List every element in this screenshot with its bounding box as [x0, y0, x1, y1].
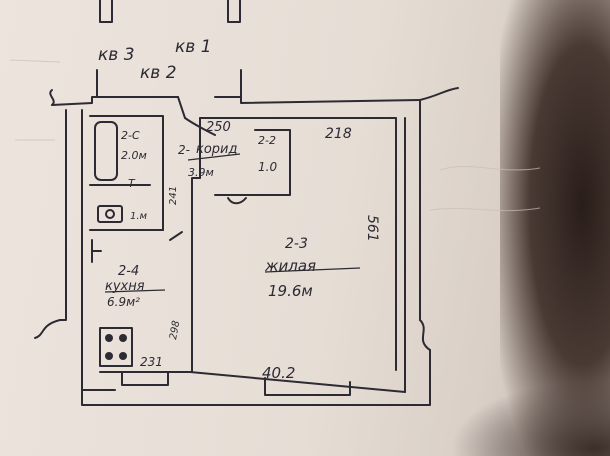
underline-kitchen [104, 289, 166, 293]
label-closet-area: 1.0 [258, 160, 277, 174]
stove-icon [99, 327, 133, 367]
sink-icon [97, 205, 123, 223]
underline-corridor [187, 153, 241, 161]
label-dim-218: 218 [325, 126, 352, 142]
top-wall-right [227, 0, 241, 23]
window-kitchen [121, 371, 169, 386]
drain-icon [105, 209, 115, 219]
label-kitchen-area: 6.9м² [107, 295, 140, 309]
label-kv2: кв 2 [140, 63, 177, 83]
photo-shadow-corner [450, 380, 610, 456]
label-kitchen-id: 2-4 [118, 264, 139, 279]
label-toilet-area: 1.м [130, 211, 148, 222]
wall-break-top-right [419, 87, 459, 101]
wall-bath-right [89, 115, 164, 231]
label-corridor-area: 3.9м [188, 166, 214, 179]
label-dim-402: 40.2 [262, 364, 295, 382]
stove-burners [105, 334, 127, 360]
door-kitchen [169, 231, 183, 241]
label-kitchen-name: кухня [105, 279, 145, 294]
label-toilet-mark: Т [128, 177, 136, 190]
wall-top-left [51, 96, 98, 106]
wall-bottom-inner [189, 371, 406, 393]
door-swing-corridor [227, 197, 247, 205]
wall-bottom-right-outer [404, 349, 431, 406]
underline-room [264, 267, 361, 273]
wall-bottom-outer [81, 389, 406, 406]
label-dim-298: 298 [168, 320, 182, 341]
label-room-id: 2-3 [285, 236, 308, 252]
label-dim-241: 241 [168, 186, 179, 205]
door-entrance [177, 96, 186, 119]
wall-break-top-left [49, 89, 55, 106]
label-corridor-dim: 250 [206, 120, 231, 135]
wall-top-main [214, 96, 421, 104]
label-bath-id: 2-С [121, 129, 140, 142]
wall-closet [254, 129, 291, 196]
label-closet-id: 2-2 [258, 134, 276, 147]
door-swing-entrance [184, 117, 216, 136]
label-room-name: жилая [264, 257, 316, 275]
kitchen-appliance-mark [91, 239, 102, 263]
wall-room-left [191, 177, 201, 373]
label-room-area: 19.6м [268, 282, 313, 300]
wall-break-right [419, 319, 431, 351]
wall-outer-left [59, 109, 67, 321]
label-dim-561: 561 [364, 215, 380, 242]
top-wall-left [99, 0, 113, 23]
label-corridor-name: корид [196, 142, 238, 157]
wall-break-left [34, 319, 61, 339]
wall-room-top-right [199, 117, 397, 371]
faint-background-lines [9, 59, 541, 212]
label-kv3: кв 3 [98, 45, 135, 65]
label-corridor-id: 2- [178, 143, 190, 157]
label-dim-231: 231 [140, 355, 163, 369]
bathtub-icon [94, 121, 118, 181]
label-bath-area: 2.0м [121, 149, 147, 162]
label-kv1: кв 1 [175, 37, 212, 57]
window-room [264, 377, 351, 396]
